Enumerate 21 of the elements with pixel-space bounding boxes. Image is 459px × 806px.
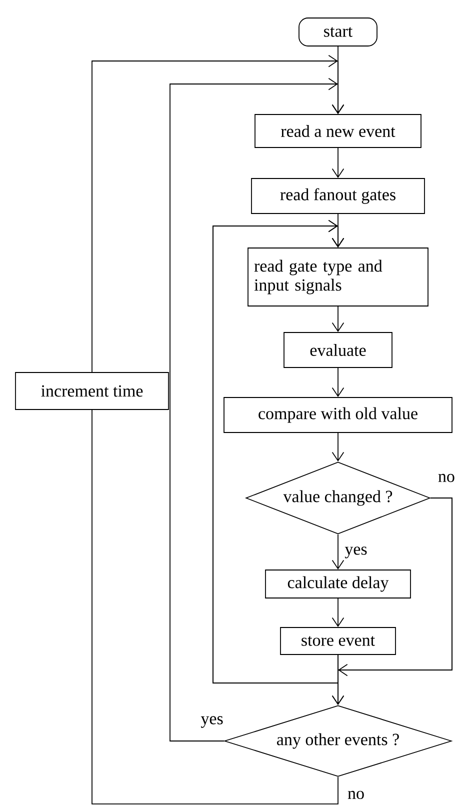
process-box: read gate type and input signals: [248, 248, 428, 306]
arrow: [92, 54, 344, 372]
edge-label: yes: [200, 715, 224, 729]
arrow: [332, 148, 344, 178]
process-box: calculate delay: [265, 570, 411, 598]
arrow: [332, 368, 344, 398]
process-box: increment time: [15, 372, 169, 410]
process-box: read a new event: [254, 114, 422, 148]
arrow: [332, 432, 344, 462]
arrow: [332, 306, 344, 332]
arrow: [332, 598, 344, 628]
edge-label: no: [436, 472, 456, 484]
edge-label: no: [346, 790, 366, 800]
process-box: compare with old value: [224, 397, 452, 433]
terminal-box: start: [298, 18, 378, 46]
process-box: read fanout gates: [251, 178, 425, 214]
process-box: evaluate: [284, 332, 392, 368]
arrow: [212, 220, 452, 684]
edge-label: yes: [344, 546, 368, 560]
arrow: [332, 534, 344, 570]
process-box: store event: [280, 627, 396, 655]
